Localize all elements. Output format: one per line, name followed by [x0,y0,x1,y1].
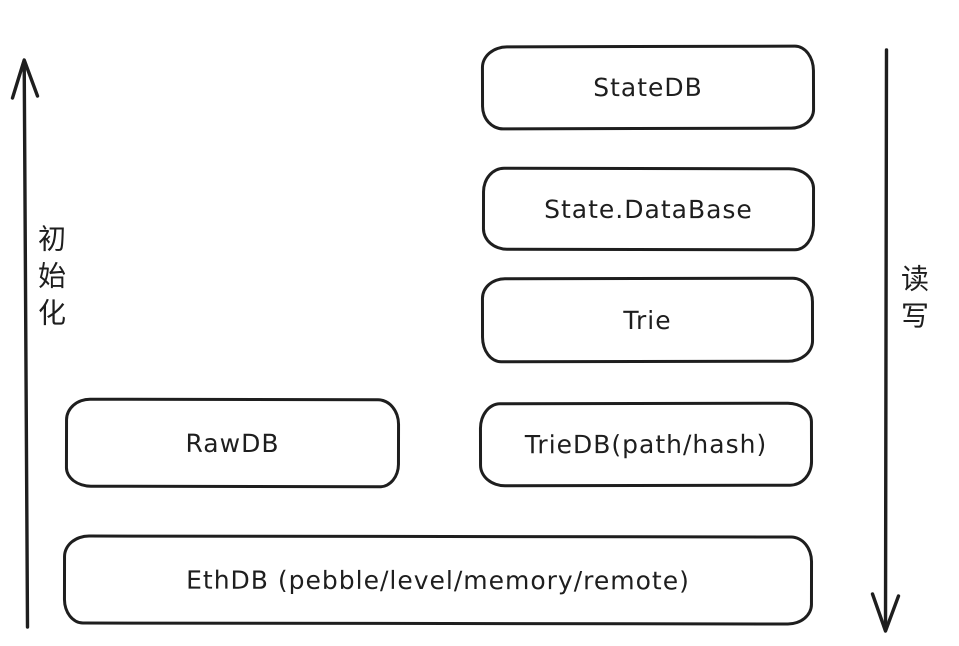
read-write-arrow-down-icon [870,48,901,633]
init-arrow-line [22,60,30,629]
init-arrow-up-icon [10,58,40,629]
box-rawdb-label: RawDB [185,428,280,458]
box-ethdb-label: EthDB (pebble/level/memory/remote) [186,565,690,595]
box-rawdb: RawDB [64,397,401,489]
box-trie: Trie [480,276,815,364]
init-arrow-head [10,58,40,100]
box-triedb-label: TrieDB(path/hash) [524,429,768,460]
box-statedb: StateDB [480,44,816,131]
box-ethdb: EthDB (pebble/level/memory/remote) [62,534,814,626]
box-triedb: TrieDB(path/hash) [478,401,814,488]
init-annotation-label: 初始化 [34,224,67,335]
read-write-arrow-head [870,592,901,633]
box-trie-label: Trie [623,305,672,335]
box-state-database-label: State.DataBase [544,194,753,224]
box-statedb-label: StateDB [593,72,703,103]
read-write-arrow-line [883,48,889,632]
read-write-annotation-label: 读写 [897,264,930,338]
box-state-database: State.DataBase [481,166,816,252]
